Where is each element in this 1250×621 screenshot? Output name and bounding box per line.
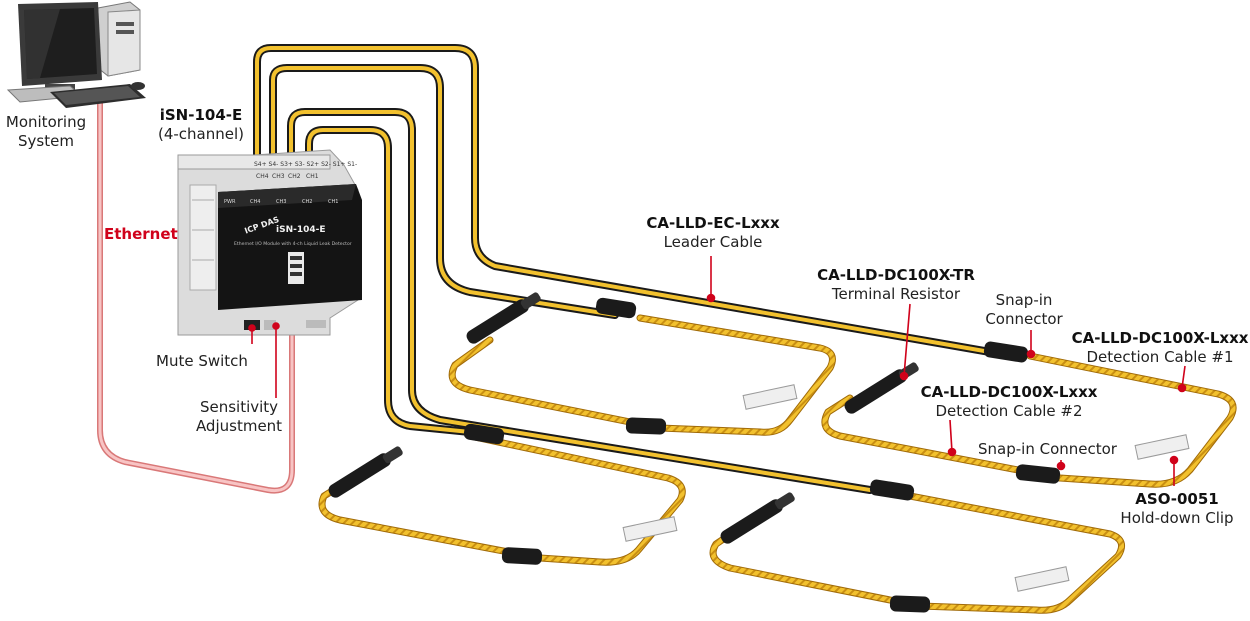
- detection1-desc-label: Detection Cable #1: [1086, 348, 1234, 366]
- snap-in-connector: [869, 479, 915, 501]
- leader-cables: [253, 44, 994, 494]
- sensitivity-line1: Sensitivity: [199, 398, 279, 416]
- monitoring-label-line1: Monitoring: [5, 113, 87, 131]
- svg-text:PWR: PWR: [224, 199, 236, 205]
- detection-cable-2-label: CA-LLD-DC100X-Lxxx Detection Cable #2: [918, 383, 1100, 421]
- svg-text:CH1: CH1: [306, 173, 319, 180]
- detection-loops: [318, 314, 1237, 614]
- snapin1-line1: Snap-in: [995, 291, 1053, 309]
- sensitivity-line2: Adjustment: [195, 417, 283, 435]
- monitoring-system-label: Monitoring System: [0, 113, 92, 151]
- hold-down-clips: [622, 384, 1190, 592]
- terminal-resistor: [844, 362, 919, 414]
- ethernet-cable: [97, 95, 295, 494]
- ethernet-label: Ethernet: [104, 225, 178, 243]
- hold-down-clip: [1014, 566, 1070, 592]
- snap-in-connector: [983, 341, 1029, 363]
- snap-in-connector: [595, 297, 637, 319]
- terminal-resistor: [720, 492, 795, 544]
- snap-in-connector: [625, 417, 667, 435]
- svg-text:CH2: CH2: [288, 173, 301, 180]
- snap-in-connector: [1015, 464, 1061, 484]
- snap-in-connector-label-2: Snap-in Connector: [978, 440, 1117, 458]
- isn-sub-label: (4-channel): [157, 125, 244, 143]
- svg-text:Ethernet I/O Module with 4-ch: Ethernet I/O Module with 4-ch Liquid Lea…: [234, 241, 352, 247]
- terminal-resistor: [466, 292, 541, 344]
- svg-text:CH3: CH3: [272, 173, 285, 180]
- snap-in-connector: [463, 423, 505, 445]
- hold-down-clip: [742, 384, 798, 410]
- snap-in-connector: [889, 595, 931, 613]
- monitoring-label-line2: System: [18, 132, 74, 150]
- detection2-desc-label: Detection Cable #2: [935, 402, 1083, 420]
- snapin1-line2: Connector: [985, 310, 1063, 328]
- terminal-resistor: [328, 446, 403, 498]
- hold-down-clip: [622, 516, 678, 542]
- clip-model-label: ASO-0051: [1135, 490, 1219, 508]
- terminal-desc-label: Terminal Resistor: [831, 285, 961, 303]
- detection2-model-label: CA-LLD-DC100X-Lxxx: [920, 383, 1098, 401]
- detection1-model-label: CA-LLD-DC100X-Lxxx: [1071, 329, 1249, 347]
- svg-text:iSN-104-E: iSN-104-E: [276, 225, 326, 235]
- connectors: [328, 292, 1061, 613]
- isn-104-e-module: S4+ S4- S3+ S3- S2+ S2- S1+ S1- CH4 CH3 …: [177, 149, 362, 336]
- clip-desc-label: Hold-down Clip: [1120, 509, 1234, 527]
- svg-text:CH4: CH4: [256, 173, 269, 180]
- computer-icon: [6, 1, 146, 108]
- leader-model-label: CA-LLD-EC-Lxxx: [646, 214, 780, 232]
- detection-cable-1-label: CA-LLD-DC100X-Lxxx Detection Cable #1: [1070, 329, 1250, 367]
- isn-label: iSN-104-E (4-channel): [150, 106, 252, 144]
- leader-desc-label: Leader Cable: [663, 233, 763, 251]
- channel-label: CH2: [302, 199, 312, 205]
- terminal-resistor-label: CA-LLD-DC100X-TR Terminal Resistor: [808, 266, 984, 304]
- channel-label: CH4: [250, 199, 260, 205]
- snap-in-connector-label-1: Snap-in Connector: [976, 291, 1072, 329]
- sensitivity-label: Sensitivity Adjustment: [186, 398, 292, 436]
- terminal-model-label: CA-LLD-DC100X-TR: [817, 266, 975, 284]
- mute-switch-label: Mute Switch: [156, 352, 248, 370]
- channel-label: CH3: [276, 199, 286, 205]
- leader-cable-label: CA-LLD-EC-Lxxx Leader Cable: [640, 214, 786, 252]
- hold-down-clip-label: ASO-0051 Hold-down Clip: [1106, 490, 1248, 528]
- hold-down-clip: [1134, 434, 1190, 460]
- callout-lines: [248, 256, 1187, 486]
- channel-label: CH1: [328, 199, 338, 205]
- snap-in-connector: [501, 547, 543, 565]
- svg-text:S4+ S4- S3+ S3- S2+ S2- S1+ S1: S4+ S4- S3+ S3- S2+ S2- S1+ S1-: [254, 161, 357, 168]
- isn-model-label: iSN-104-E: [159, 106, 243, 124]
